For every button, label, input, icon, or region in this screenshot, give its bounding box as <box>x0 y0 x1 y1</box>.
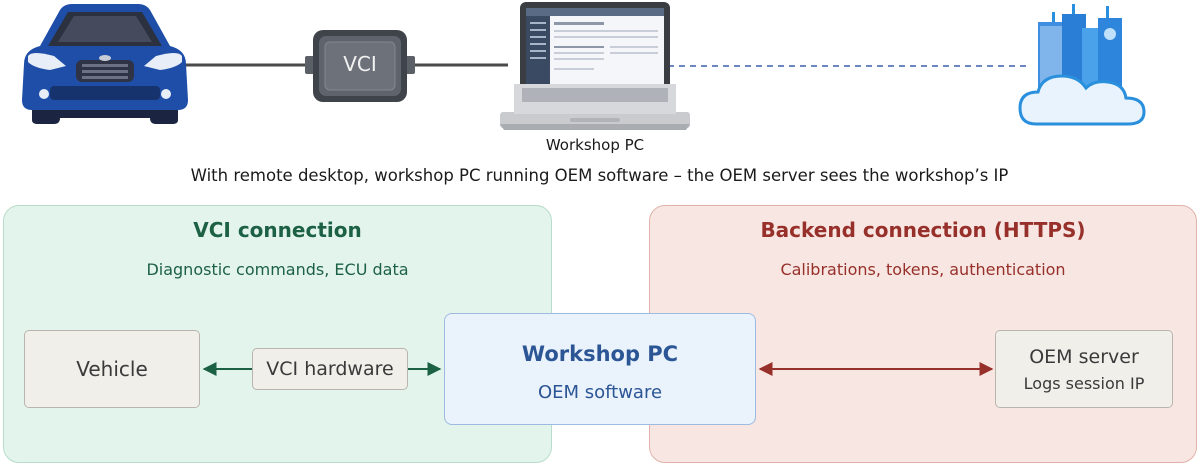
vci-device-icon <box>305 30 415 102</box>
vehicle-node: Vehicle <box>24 330 200 408</box>
illustration-cables <box>185 63 1030 67</box>
vci-hardware-label: VCI hardware <box>266 358 394 380</box>
workshop-pc-title: Workshop PC <box>521 342 679 366</box>
oem-server-title: OEM server <box>1029 345 1139 368</box>
vci-connection-subtitle: Diagnostic commands, ECU data <box>146 260 409 279</box>
vci-device-label: VCI <box>343 52 377 76</box>
diagram-caption: With remote desktop, workshop PC running… <box>190 166 1009 185</box>
cloud-server-icon <box>1018 4 1146 126</box>
car-icon <box>22 4 188 124</box>
laptop-label: Workshop PC <box>545 136 645 154</box>
vci-hardware-node: VCI hardware <box>252 348 408 390</box>
vehicle-label: Vehicle <box>76 357 148 381</box>
oem-server-subtitle: Logs session IP <box>1023 373 1145 393</box>
laptop-icon <box>500 2 690 130</box>
backend-connection-title: Backend connection (HTTPS) <box>760 218 1086 242</box>
oem-server-node: OEM server Logs session IP <box>995 330 1173 408</box>
vci-connection-title: VCI connection <box>193 218 362 242</box>
workshop-pc-subtitle: OEM software <box>537 382 663 403</box>
workshop-pc-node <box>444 313 756 425</box>
backend-connection-subtitle: Calibrations, tokens, authentication <box>780 260 1066 279</box>
